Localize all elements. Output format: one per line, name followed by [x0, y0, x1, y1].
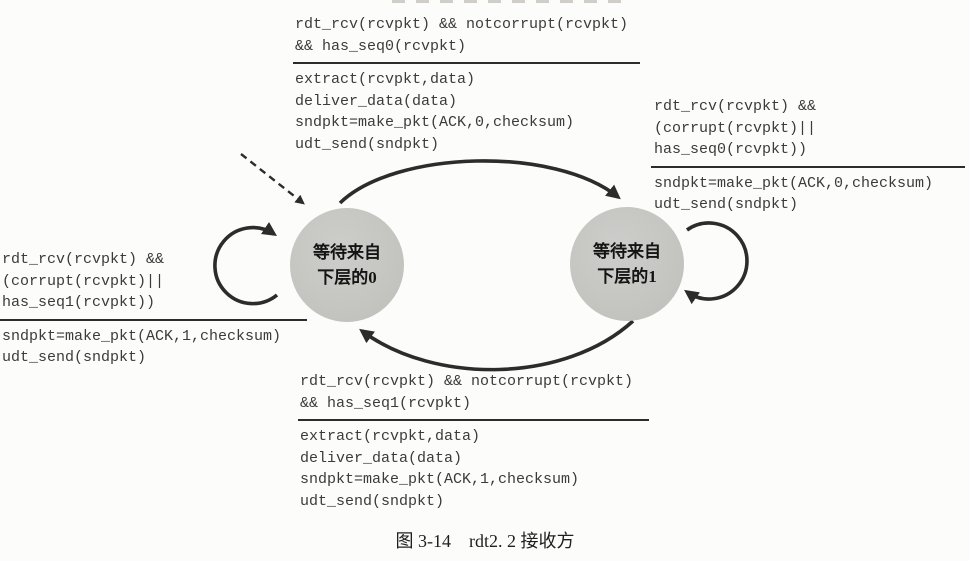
state-label-line1: 等待来自: [593, 242, 661, 261]
state-wait-for-0-from-below: 等待来自 下层的0: [290, 208, 404, 322]
condition-action-divider: [0, 318, 307, 321]
transition-condition: rdt_rcv(rcvpkt) && notcorrupt(rcvpkt) && …: [300, 371, 649, 414]
code-line: rdt_rcv(rcvpkt) &&: [2, 251, 165, 268]
state-label-line2: 下层的0: [317, 268, 377, 287]
code-line: && has_seq1(rcvpkt): [300, 394, 472, 412]
transition-label-bottom: rdt_rcv(rcvpkt) && notcorrupt(rcvpkt) && …: [298, 371, 649, 512]
code-line: udt_send(sndpkt): [654, 196, 799, 213]
state-label-line1: 等待来自: [313, 243, 381, 262]
code-line: && has_seq0(rcvpkt): [295, 37, 467, 55]
condition-action-divider: [293, 62, 640, 64]
transition-actions: sndpkt=make_pkt(ACK,0,checksum) udt_send(…: [654, 173, 965, 216]
code-line: deliver_data(data): [300, 449, 463, 467]
transition-condition: rdt_rcv(rcvpkt) && notcorrupt(rcvpkt) && …: [295, 14, 640, 57]
code-line: (corrupt(rcvpkt)||: [2, 272, 165, 290]
code-line: sndpkt=make_pkt(ACK,1,checksum): [2, 327, 282, 345]
code-line: sndpkt=make_pkt(ACK,0,checksum): [295, 114, 575, 131]
code-line: sndpkt=make_pkt(ACK,0,checksum): [654, 174, 934, 192]
state-label-line2: 下层的1: [597, 267, 657, 286]
code-line: udt_send(sndpkt): [2, 349, 147, 366]
code-line: rdt_rcv(rcvpkt) &&: [654, 98, 817, 115]
state-label: 等待来自 下层的1: [593, 239, 661, 289]
condition-action-divider: [651, 165, 965, 168]
code-line: has_seq0(rcvpkt)): [654, 141, 808, 158]
code-line: extract(rcvpkt,data): [300, 428, 481, 445]
cropped-text-remnant: [392, 0, 624, 3]
transition-actions: extract(rcvpkt,data) deliver_data(data)sn…: [300, 426, 649, 512]
transition-condition: rdt_rcv(rcvpkt) && (corrupt(rcvpkt)|| has_…: [2, 249, 307, 314]
initial-state-dashed-arrow: [240, 153, 305, 205]
transition-actions: extract(rcvpkt,data) deliver_data(data)sn…: [295, 69, 640, 155]
code-line: rdt_rcv(rcvpkt) && notcorrupt(rcvpkt): [300, 373, 634, 390]
transition-label-left-self: rdt_rcv(rcvpkt) && (corrupt(rcvpkt)|| has_…: [0, 249, 307, 369]
code-line: extract(rcvpkt,data): [295, 71, 476, 88]
code-line: rdt_rcv(rcvpkt) && notcorrupt(rcvpkt): [295, 16, 629, 33]
self-loop-arrow-wait0: [213, 222, 279, 306]
self-loop-arrow-wait1: [684, 221, 749, 305]
code-line: sndpkt=make_pkt(ACK,1,checksum): [300, 471, 580, 488]
transition-actions: sndpkt=make_pkt(ACK,1,checksum) udt_send(…: [2, 326, 307, 369]
code-line: has_seq1(rcvpkt)): [2, 294, 156, 311]
state-label: 等待来自 下层的0: [313, 240, 381, 290]
transition-condition: rdt_rcv(rcvpkt) && (corrupt(rcvpkt)|| has_…: [654, 96, 965, 161]
transition-label-right-self: rdt_rcv(rcvpkt) && (corrupt(rcvpkt)|| has_…: [651, 96, 965, 216]
code-line: deliver_data(data): [295, 92, 458, 110]
code-line: (corrupt(rcvpkt)||: [654, 119, 817, 137]
code-line: udt_send(sndpkt): [295, 135, 440, 153]
transition-label-top: rdt_rcv(rcvpkt) && notcorrupt(rcvpkt) && …: [293, 14, 640, 155]
transition-arrow-wait0-to-wait1: [338, 159, 621, 205]
state-wait-for-1-from-below: 等待来自 下层的1: [570, 207, 684, 321]
code-line: udt_send(sndpkt): [300, 492, 445, 510]
transition-arrow-wait1-to-wait0: [359, 319, 635, 372]
condition-action-divider: [298, 419, 649, 421]
figure-caption: 图 3-14 rdt2. 2 接收方: [395, 531, 575, 551]
